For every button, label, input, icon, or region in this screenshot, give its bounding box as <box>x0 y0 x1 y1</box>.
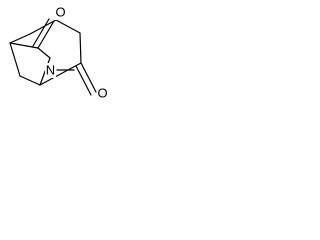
atom-oxygen-bottom: O <box>97 86 108 101</box>
atom-oxygen-bottom-mask <box>97 86 108 101</box>
chemical-structure: O N O <box>9 5 108 101</box>
bond-c7-c3 <box>39 62 82 86</box>
atom-nitrogen: N <box>45 63 56 78</box>
bond-c1-c2 <box>9 42 21 77</box>
atom-oxygen-top: O <box>55 5 66 20</box>
bond-c4-c5 <box>29 19 57 35</box>
atom-nitrogen-mask <box>45 63 56 78</box>
double-bond-bottom-line-2 <box>75 65 92 96</box>
bond-c6-c7 <box>79 32 82 64</box>
double-bond-top-line-2 <box>37 20 55 49</box>
bond-c1-carbonyl <box>9 42 39 49</box>
double-bond-top-line-1 <box>32 18 50 47</box>
double-bond-bottom-line-1 <box>80 62 97 93</box>
bond-c2-c3 <box>19 75 41 86</box>
bond-carbonyl-n <box>37 47 51 59</box>
atom-oxygen-bottom-label: O <box>97 86 107 101</box>
atom-oxygen-top-mask <box>55 5 66 20</box>
double-bond-top <box>32 18 55 49</box>
bond-c1-c4 <box>9 33 31 44</box>
double-bond-bottom <box>75 62 97 96</box>
bond-c5-c6 <box>55 19 81 34</box>
bond-group <box>9 19 82 86</box>
atom-nitrogen-label: N <box>46 63 55 78</box>
atom-oxygen-top-label: O <box>55 5 65 20</box>
